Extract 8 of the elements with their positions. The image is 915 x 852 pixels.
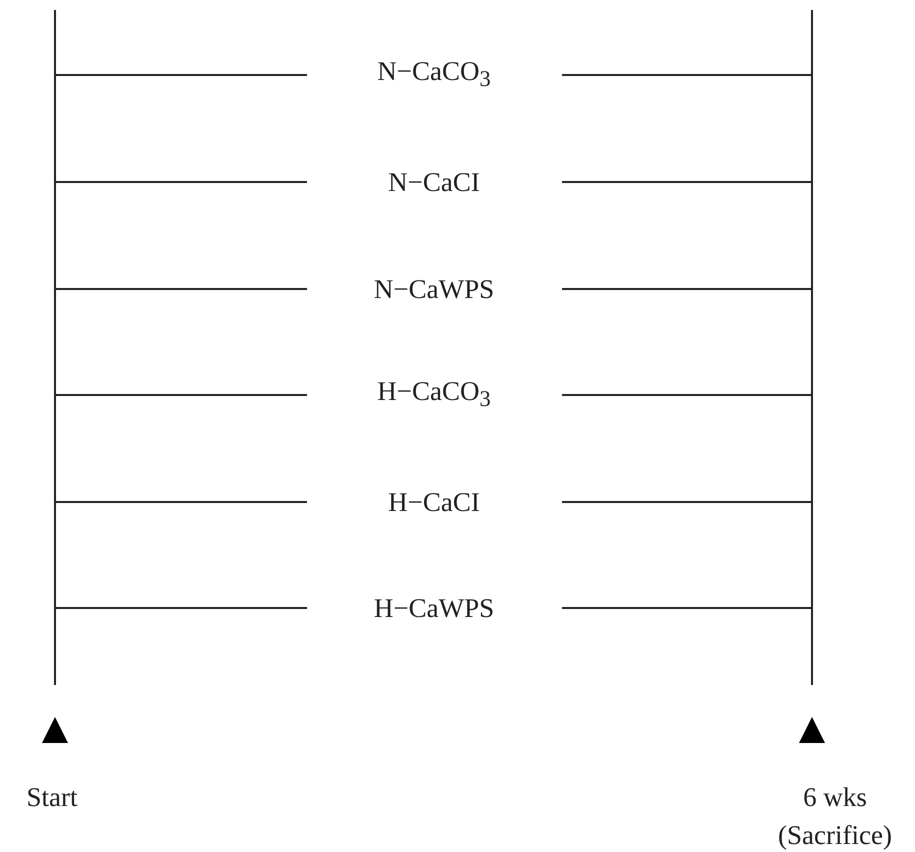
group-label: N−CaWPS <box>374 273 494 306</box>
group-label: H−CaCI <box>388 486 480 519</box>
group-label: N−CaCI <box>388 166 480 199</box>
group-label: H−CaCO$_{3}$ <box>377 374 491 414</box>
timepoint-label: 6 wks (Sacrifice) <box>777 781 893 852</box>
group-label: H−CaWPS <box>374 592 494 625</box>
group-label: N−CaCO$_{3}$ <box>377 54 491 94</box>
timepoint-label: Start <box>26 781 78 814</box>
